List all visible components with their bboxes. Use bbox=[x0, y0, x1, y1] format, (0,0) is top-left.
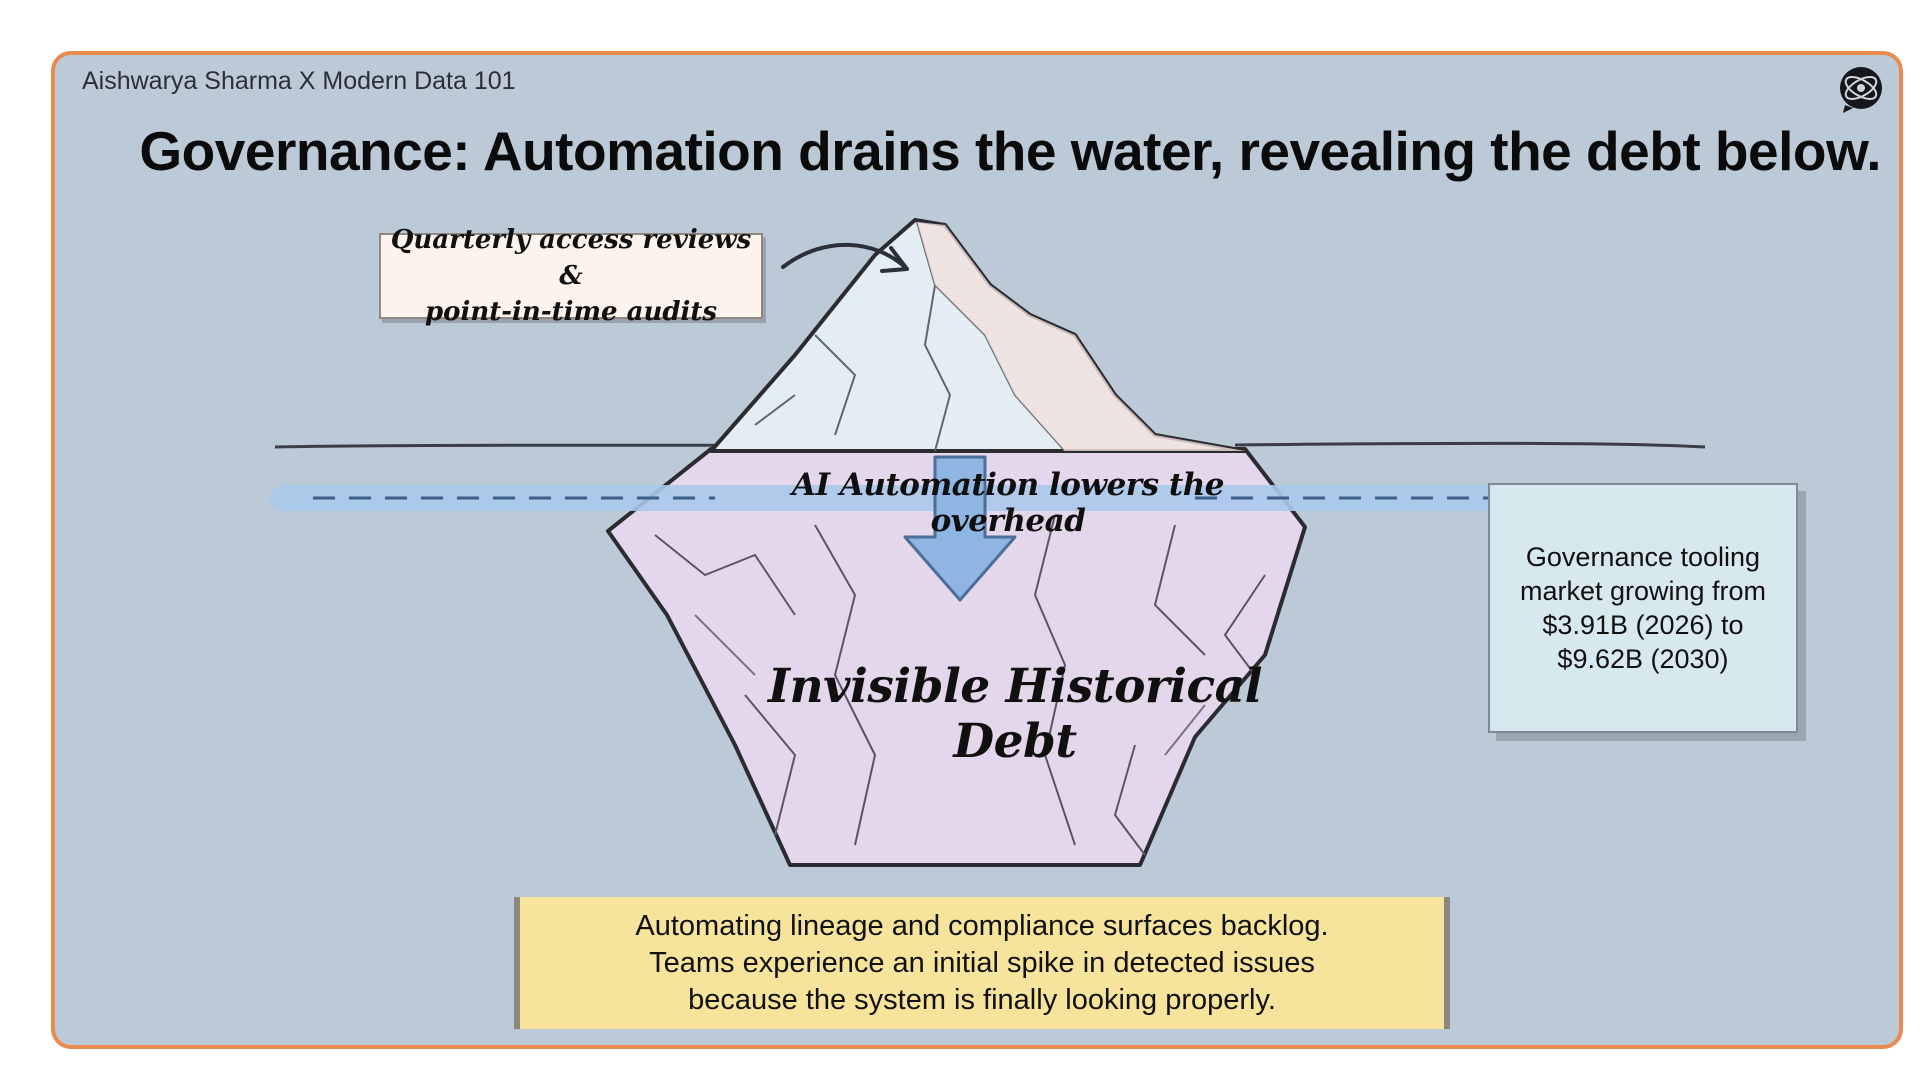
iceberg-illustration bbox=[270, 218, 1706, 867]
curved-arrow-icon bbox=[781, 242, 909, 273]
slide: Aishwarya Sharma X Modern Data 101 Gover… bbox=[51, 51, 1903, 1049]
attribution-text: Aishwarya Sharma X Modern Data 101 bbox=[82, 67, 516, 95]
chat-logo-icon bbox=[1840, 67, 1882, 113]
callout-line: Quarterly access reviews & bbox=[390, 225, 752, 291]
market-line: $3.91B (2026) to bbox=[1542, 610, 1744, 640]
callout-quarterly-audits: Quarterly access reviews & point-in-time… bbox=[379, 225, 763, 327]
waterline-band bbox=[270, 485, 1540, 511]
market-growth-box: Governance tooling market growing from $… bbox=[1488, 483, 1798, 733]
down-arrow-icon bbox=[903, 455, 1017, 602]
market-line: Governance tooling bbox=[1525, 542, 1761, 572]
iceberg-underwater bbox=[606, 447, 1307, 867]
iceberg-tip bbox=[709, 218, 1247, 453]
backlog-line: Teams experience an initial spike in det… bbox=[649, 946, 1315, 979]
market-line: market growing from bbox=[1519, 576, 1767, 606]
waterline-label: AI Automation lowers the overhead bbox=[792, 467, 1224, 539]
callout-line: point-in-time audits bbox=[424, 297, 718, 327]
horizon-line-left bbox=[274, 443, 756, 449]
backlog-note-box: Automating lineage and compliance surfac… bbox=[514, 897, 1450, 1029]
backlog-line: because the system is finally looking pr… bbox=[688, 983, 1276, 1016]
backlog-line: Automating lineage and compliance surfac… bbox=[635, 909, 1329, 942]
market-line: $9.62B (2030) bbox=[1557, 644, 1729, 674]
slide-title: Governance: Automation drains the water,… bbox=[139, 120, 1881, 182]
debt-label: Invisible Historical Debt bbox=[768, 659, 1262, 769]
horizon-line-right bbox=[1234, 441, 1706, 449]
